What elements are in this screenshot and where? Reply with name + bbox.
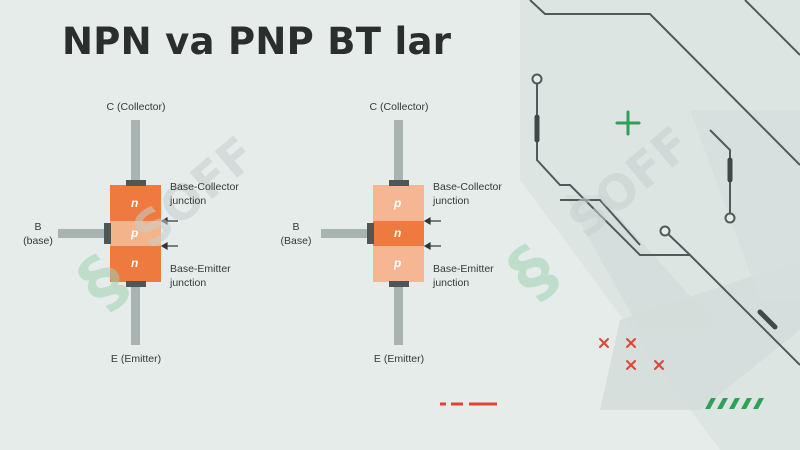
- npn-emitter-label: E (Emitter): [110, 353, 162, 365]
- npn-bc-junction-line1: Base-Collector: [170, 181, 239, 193]
- pnp-collector-layer: [373, 185, 424, 221]
- npn-collector-layer-letter: n: [131, 196, 139, 210]
- pnp-be-junction-line2: junction: [433, 277, 470, 289]
- npn-base-lead: [58, 229, 108, 238]
- circuit-nodes: [531, 73, 736, 237]
- pnp-transistor: [321, 120, 441, 345]
- page-title: NPN va PNP BT lar: [62, 20, 452, 63]
- pnp-be-junction-label: Base-Emitter junction: [433, 262, 494, 290]
- x-mark-icon: [599, 338, 664, 370]
- pnp-bc-junction-line1: Base-Collector: [433, 181, 502, 193]
- pnp-junction-arrows: [423, 216, 441, 251]
- pnp-base-layer: [373, 221, 424, 246]
- pnp-base-label-line1: B: [292, 221, 300, 233]
- npn-bc-junction-line2: junction: [170, 195, 207, 207]
- pnp-collector-lead: [394, 120, 403, 182]
- pnp-collector-label: C (Collector): [369, 101, 429, 113]
- npn-collector-layer: [110, 185, 161, 221]
- pnp-base-lead: [321, 229, 371, 238]
- npn-emitter-lead: [131, 285, 140, 345]
- pnp-emitter-layer-letter: p: [394, 256, 402, 270]
- pnp-be-junction-line1: Base-Emitter: [433, 263, 494, 275]
- npn-base-label: B (base): [18, 220, 58, 248]
- circuit-thick-segments: [534, 114, 778, 330]
- pnp-collector-terminal: [389, 180, 409, 186]
- pnp-emitter-label: E (Emitter): [373, 353, 425, 365]
- npn-emitter-layer: [110, 246, 161, 282]
- npn-emitter-layer-letter: n: [131, 256, 139, 270]
- pnp-base-label-line2: (Base): [280, 235, 312, 247]
- decor-band-right: [690, 110, 800, 300]
- pnp-emitter-layer: [373, 246, 424, 282]
- npn-collector-lead: [131, 120, 140, 182]
- npn-base-layer: [110, 221, 161, 246]
- npn-collector-label: C (Collector): [106, 101, 166, 113]
- pnp-base-layer-letter: n: [394, 226, 402, 240]
- npn-emitter-terminal: [126, 281, 146, 287]
- npn-base-layer-letter: p: [131, 226, 139, 240]
- pnp-collector-layer-letter: p: [394, 196, 402, 210]
- stripe-icon: [705, 398, 764, 409]
- pnp-emitter-terminal: [389, 281, 409, 287]
- plus-icon: [615, 110, 641, 136]
- npn-be-junction-label: Base-Emitter junction: [170, 262, 231, 290]
- npn-base-label-line1: B: [34, 221, 42, 233]
- npn-base-label-line2: (base): [23, 235, 53, 247]
- npn-transistor: [58, 120, 178, 345]
- npn-be-junction-line2: junction: [170, 277, 207, 289]
- pnp-emitter-lead: [394, 285, 403, 345]
- npn-be-junction-line1: Base-Emitter: [170, 263, 231, 275]
- decor-band-shape: [565, 195, 720, 330]
- svg-text:§: §: [493, 229, 573, 314]
- watermark-logo-left: SOFF §: [63, 126, 267, 324]
- npn-bc-junction-label: Base-Collector junction: [170, 180, 239, 208]
- pnp-base-label: B (Base): [276, 220, 316, 248]
- decor-band-lower: [600, 260, 800, 410]
- pnp-base-terminal: [367, 223, 374, 244]
- pnp-bc-junction-line2: junction: [433, 195, 470, 207]
- npn-junction-arrows: [160, 216, 178, 251]
- pnp-bc-junction-label: Base-Collector junction: [433, 180, 502, 208]
- circuit-lines: [529, 0, 800, 366]
- npn-collector-terminal: [126, 180, 146, 186]
- npn-base-terminal: [104, 223, 111, 244]
